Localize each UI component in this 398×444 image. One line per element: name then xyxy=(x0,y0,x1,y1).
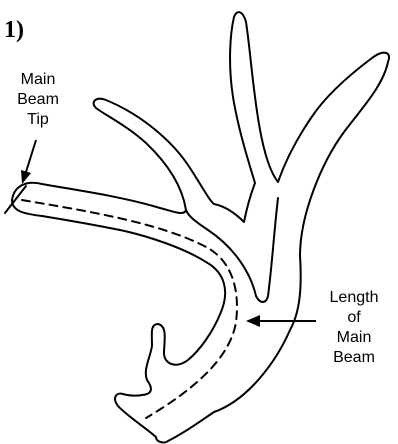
figure-number-label: 1) xyxy=(4,15,24,45)
callout-line: Main xyxy=(316,328,392,348)
callout-line: Beam xyxy=(8,90,68,110)
callout-line: Tip xyxy=(8,110,68,130)
callout-line: Beam xyxy=(316,348,392,368)
callout-line: of xyxy=(316,308,392,328)
tip-callout-arrow xyxy=(21,140,36,184)
callout-line: Main xyxy=(8,70,68,90)
callout-line: Length xyxy=(316,288,392,308)
length-of-main-beam-callout: Length of Main Beam xyxy=(316,288,392,368)
main-beam-tip-callout: Main Beam Tip xyxy=(8,70,68,130)
